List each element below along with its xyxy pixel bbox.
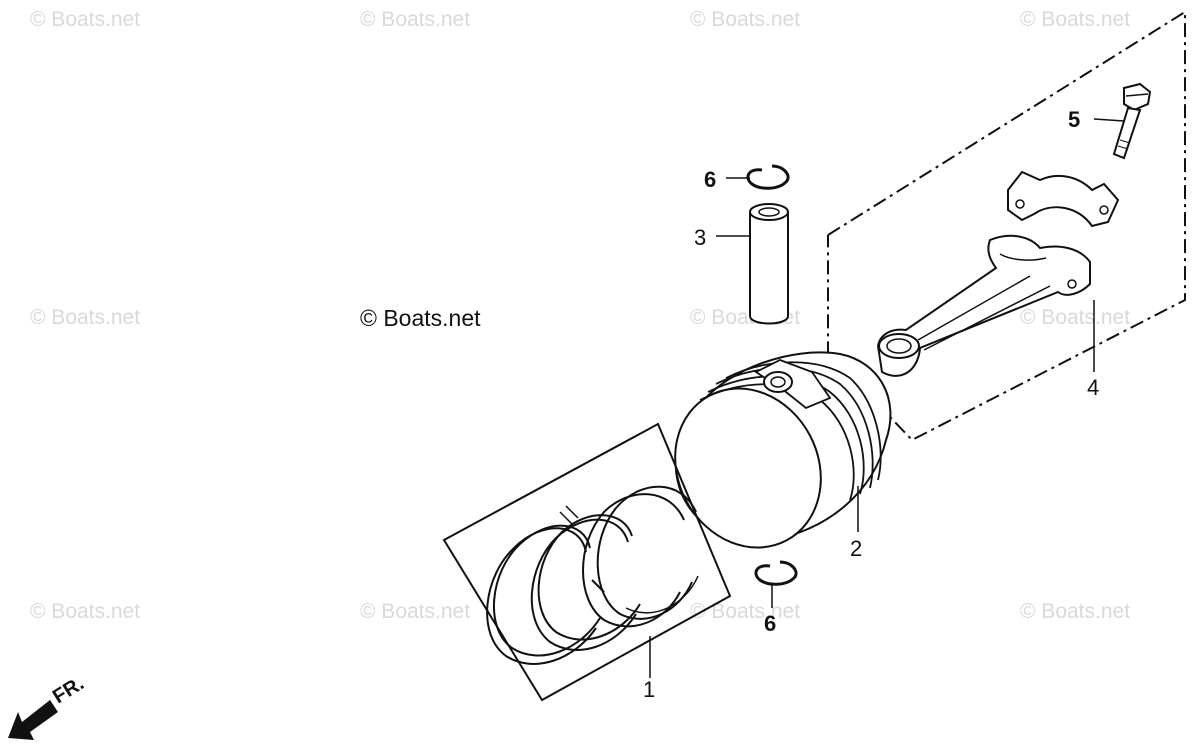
watermark: © Boats.net (30, 306, 141, 329)
rod-cap[interactable] (1007, 170, 1120, 228)
leader-line (1093, 118, 1125, 122)
connecting-rod-group-box (827, 10, 1186, 442)
callout-6-bottom: 6 (764, 611, 776, 636)
piston-pin-clip-top[interactable] (746, 164, 790, 190)
callout-4: 4 (1087, 375, 1099, 400)
piston-pin[interactable] (749, 203, 789, 325)
watermark: © Boats.net (30, 8, 141, 31)
piston[interactable] (648, 351, 892, 573)
connecting-rod[interactable] (876, 234, 1091, 377)
watermark: © Boats.net (30, 600, 141, 623)
main-watermark: © Boats.net (360, 305, 481, 331)
watermark: © Boats.net (360, 8, 471, 31)
callout-6-top: 6 (704, 167, 716, 192)
callout-1: 1 (643, 677, 655, 702)
rod-bolt[interactable] (1112, 82, 1152, 160)
callout-5: 5 (1068, 107, 1080, 132)
callout-2: 2 (850, 536, 862, 561)
watermark: © Boats.net (690, 8, 801, 31)
watermark: © Boats.net (1020, 8, 1131, 31)
callout-3: 3 (694, 225, 706, 250)
piston-ring-set[interactable] (486, 485, 699, 665)
front-direction-label: FR. (49, 673, 88, 709)
watermark: © Boats.net (1020, 306, 1131, 329)
piston-pin-clip-bottom[interactable] (754, 560, 798, 586)
front-arrow-icon: FR. (8, 673, 88, 740)
watermark: © Boats.net (1020, 600, 1131, 623)
watermark: © Boats.net (360, 600, 471, 623)
